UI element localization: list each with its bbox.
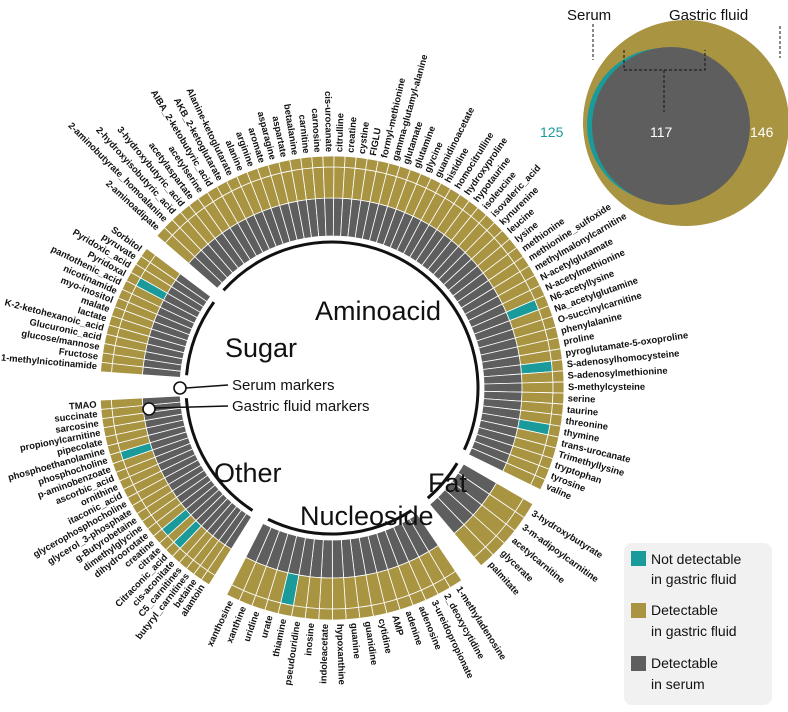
cell-outer-sugar-1-methylnicotinamide-0 (100, 361, 113, 374)
legend-swatch-serum (631, 656, 646, 671)
venn-gastric-title: Gastric fluid (669, 7, 748, 24)
cell-outer-aminoacid-betaalanine-14 (289, 157, 303, 172)
cell-outer-other-succinate-22 (100, 407, 114, 420)
category-arc-fat (426, 462, 459, 500)
cell-outer-aminoacid-cis-urocanate-17 (322, 155, 335, 168)
category-arc-other (184, 398, 254, 512)
metabolite-label-nucleoside-indoleacetate-10: indoleacetate (317, 624, 330, 684)
venn-intersection (592, 47, 750, 205)
cell-outer-aminoacid-citrulline-18 (333, 155, 346, 168)
cell-outer-aminoacid-s-adenosylmethionine-49 (551, 370, 565, 383)
metabolite-label-sugar-fructose-1: Fructose (58, 345, 99, 361)
cell-outer-nucleoside-pseudouridine-12 (291, 605, 307, 619)
gastric-marker-label: Gastric fluid markers (232, 398, 370, 415)
legend-label-not-detectable-line1: Not detectable (651, 551, 741, 567)
cell-outer-aminoacid-valine-59 (530, 474, 546, 491)
cell-outer-sugar-sorbitol-13 (140, 247, 157, 263)
category-arc-aminoacid (222, 240, 480, 451)
metabolite-label-nucleoside-inosine-11: inosine (302, 623, 316, 657)
legend-swatch-not-detectable (631, 551, 646, 566)
legend-label-serum-line2: in serum (651, 676, 705, 692)
metabolite-label-aminoacid-s-adenosylmethionine-49: S-adenosylmethionine (567, 365, 667, 381)
venn-intersection-count: 117 (650, 124, 673, 140)
legend-label-serum-line1: Detectable (651, 655, 718, 671)
category-label-other: Other (214, 458, 282, 488)
cell-outer-nucleoside-cytidine-6 (370, 602, 388, 617)
metabolite-label-nucleoside-amp-5: AMP (390, 614, 406, 637)
serum-marker-label: Serum markers (232, 377, 335, 394)
cell-outer-aminoacid-carnitine-15 (300, 156, 314, 170)
category-arcs (184, 240, 480, 536)
category-arc-sugar (185, 301, 216, 376)
metabolite-label-aminoacid-cis-urocanate-17: cis-urocanate (323, 91, 335, 152)
gastric-marker-leader (154, 405, 229, 409)
cell-outer-aminoacid-creatine-19 (344, 155, 357, 169)
metabolite-label-aminoacid-carnitine-15: carnitine (297, 114, 312, 154)
cell-outer-aminoacid-serine-51 (552, 392, 565, 405)
metabolite-label-aminoacid-serine-51: serine (568, 392, 596, 404)
metabolite-label-aminoacid-carnosine-16: carnosine (310, 108, 324, 153)
cell-outer-aminoacid-s-adenosylhomocysteine-48 (550, 359, 564, 373)
cell-outer-nucleoside-indoleacetate-10 (318, 608, 333, 621)
cell-serum-aminoacid-cis-urocanate-17 (324, 197, 335, 237)
gastric-marker-dot (142, 402, 156, 416)
cell-outer-nucleoside-guanidine-7 (358, 604, 374, 619)
legend-box (624, 543, 772, 705)
category-label-sugar: Sugar (225, 333, 297, 363)
metabolite-label-nucleoside-urate-14: urate (258, 614, 275, 639)
cell-outer-aminoacid-s-methylcysteine-50 (552, 381, 565, 394)
metabolite-label-other-tmao-23: TMAO (69, 399, 97, 412)
serum-marker-leader (185, 384, 229, 389)
cell-outer-aminoacid-cystine-20 (354, 156, 368, 171)
legend-swatch-gastric (631, 603, 646, 618)
metabolite-label-aminoacid-citrulline-18: citrulline (333, 113, 345, 152)
venn-diagram: Serum Gastric fluid 125 117 146 (540, 7, 788, 226)
legend: Not detectable in gastric fluid Detectab… (624, 543, 772, 705)
cell-gastric-aminoacid-s-methylcysteine-50 (521, 381, 554, 394)
cell-serum-aminoacid-s-methylcysteine-50 (483, 382, 523, 393)
venn-serum-only-count: 125 (540, 124, 564, 140)
venn-serum-title: Serum (567, 7, 611, 24)
cell-outer-nucleoside-xanthosine-17 (226, 584, 245, 602)
cell-gastric-nucleoside-indoleacetate-10 (318, 577, 333, 610)
cell-outer-aminoacid-taurine-52 (551, 402, 564, 416)
metabolite-label-aminoacid-figlu-21: FIGLU (367, 127, 383, 157)
metabolite-label-nucleoside-guanine-8: guanine (349, 622, 363, 659)
cell-outer-aminoacid-carnosine-16 (311, 155, 324, 169)
venn-intersection-bracket (623, 50, 706, 112)
cell-gastric-nucleoside-hypoxanthine-9 (331, 577, 346, 610)
cell-outer-nucleoside-guanine-8 (345, 606, 361, 620)
metabolite-label-aminoacid-cystine-20: cystine (356, 121, 371, 154)
serum-marker-dot (173, 381, 187, 395)
category-label-nucleoside: Nucleoside (300, 501, 434, 531)
cell-outer-other-tmao-23 (99, 399, 113, 410)
cell-outer-fat-palmitate-4 (473, 546, 494, 567)
cell-outer-aminoacid-pyroglutamate-5-oxoproline-47 (549, 348, 563, 362)
legend-label-not-detectable-line2: in gastric fluid (651, 571, 737, 587)
legend-label-gastric-line1: Detectable (651, 602, 718, 618)
ring-markers: Serum markers Gastric fluid markers (142, 377, 370, 416)
legend-label-gastric-line2: in gastric fluid (651, 623, 737, 639)
metabolite-label-nucleoside-hypoxanthine-9: hypoxanthine (335, 624, 348, 685)
category-label-fat: Fat (428, 468, 468, 498)
cell-serum-nucleoside-hypoxanthine-9 (331, 539, 345, 579)
cell-gastric-aminoacid-cis-urocanate-17 (322, 166, 335, 199)
metabolite-label-other-succinate-22: succinate (54, 408, 98, 424)
metabolite-label-aminoacid-taurine-52: taurine (567, 404, 599, 418)
cell-outer-nucleoside-hypoxanthine-9 (332, 608, 347, 621)
category-label-aminoacid: Aminoacid (315, 296, 441, 326)
metabolite-label-aminoacid-creatine-19: creatine (345, 116, 359, 153)
metabolite-label-aminoacid-s-methylcysteine-50: S-methylcysteine (568, 381, 645, 392)
cell-gastric-aminoacid-s-adenosylmethionine-49 (521, 371, 554, 384)
venn-gastric-only-count: 146 (750, 124, 774, 140)
category-arc-nucleoside (267, 509, 413, 536)
metabolite-label-nucleoside-guanidine-7: guanidine (363, 620, 380, 665)
radial-heatmap: 2-aminoadipate2-aminobutyrate_homoalanin… (1, 53, 689, 686)
cell-outer-nucleoside-inosine-11 (304, 607, 320, 621)
